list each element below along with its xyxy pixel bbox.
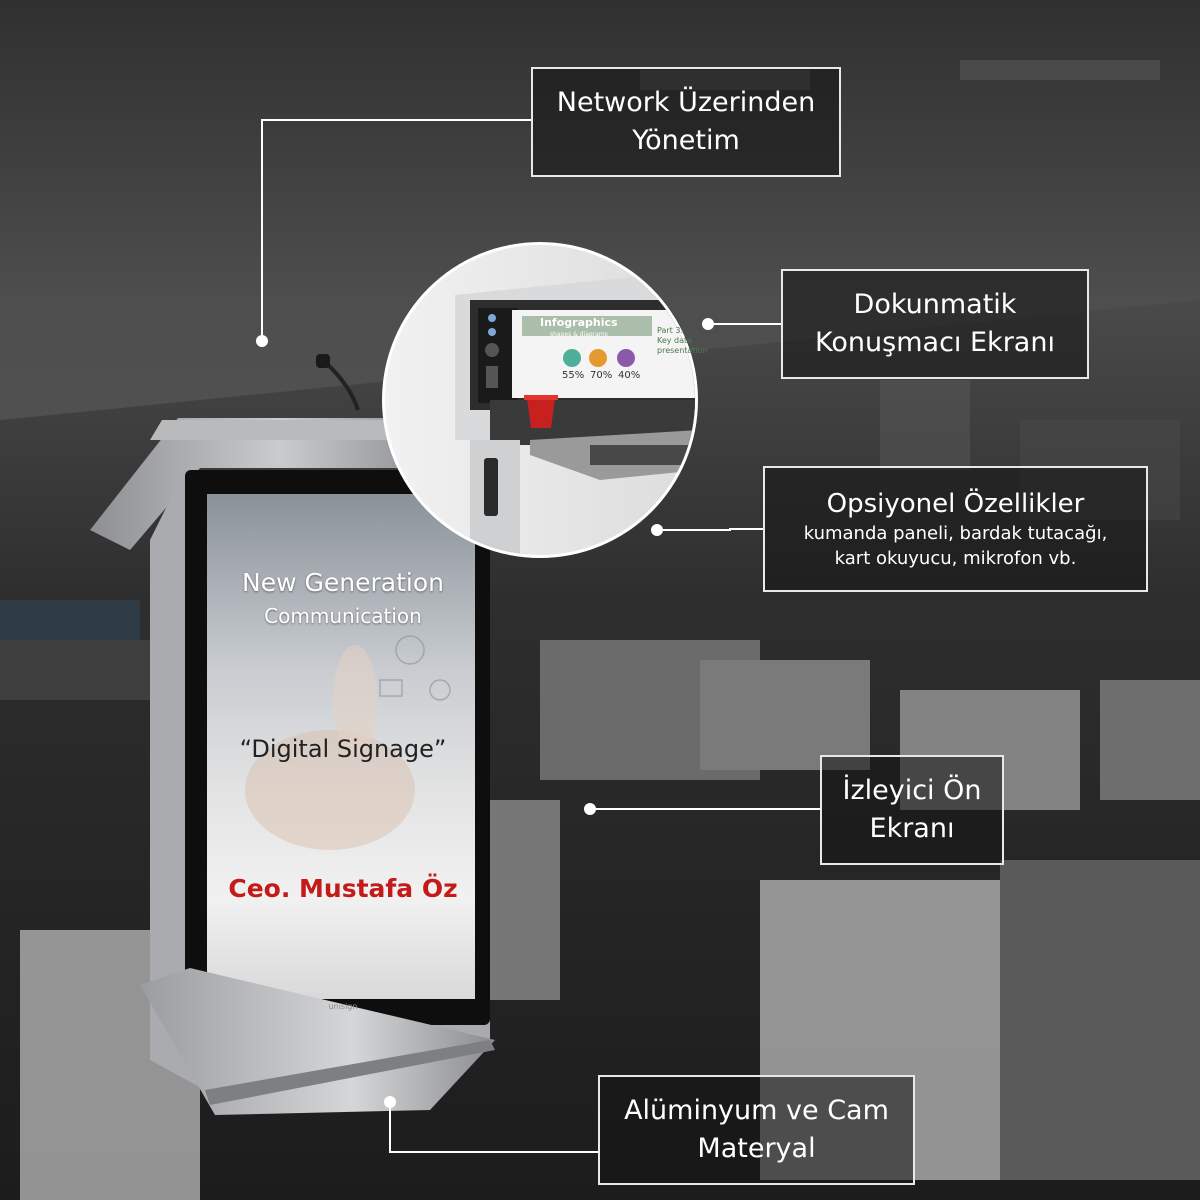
callout-optional-line1: kumanda paneli, bardak tutacağı, <box>803 523 1108 544</box>
callout-optional-line2: kart okuyucu, mikrofon vb. <box>834 548 1077 569</box>
callout-touch-line1: Dokunmatik <box>853 289 1017 320</box>
callout-material-line1: Alüminyum ve Cam <box>624 1095 889 1126</box>
callout-optional-title: Opsiyonel Özellikler <box>826 489 1085 519</box>
callout-touch-screen: Dokunmatik Konuşmacı Ekranı <box>781 269 1089 379</box>
callout-material: Alüminyum ve Cam Materyal <box>598 1075 915 1185</box>
callout-viewer-screen: İzleyici Ön Ekranı <box>820 755 1004 865</box>
inset-subheading: shapes & diagrams <box>550 331 608 338</box>
screen-title-line2: Communication <box>264 604 422 628</box>
callout-network-line1: Network Üzerinden <box>556 87 816 118</box>
screen-name: Ceo. Mustafa Öz <box>228 874 458 903</box>
inset-percent-1: 55% <box>562 370 585 381</box>
screen-title-line1: New Generation <box>242 568 444 597</box>
inset-heading: Infographics <box>540 316 618 329</box>
callout-network-management: Network Üzerinden Yönetim <box>531 67 841 177</box>
callout-viewer-line1: İzleyici Ön <box>842 775 982 806</box>
callout-network-line2: Yönetim <box>632 125 740 156</box>
callout-touch-line2: Konuşmacı Ekranı <box>815 327 1055 358</box>
callout-viewer-line2: Ekranı <box>869 813 955 844</box>
callout-optional-features: Opsiyonel Özellikler kumanda paneli, bar… <box>763 466 1148 592</box>
callout-material-line2: Materyal <box>697 1133 816 1164</box>
screen-brand-logo: unisign <box>328 1002 358 1011</box>
screen-quote: “Digital Signage” <box>239 735 447 763</box>
inset-percent-2: 70% <box>590 370 613 381</box>
inset-side-text: Part 3: Key data presentation <box>657 326 708 355</box>
inset-percent-3: 40% <box>618 370 641 381</box>
